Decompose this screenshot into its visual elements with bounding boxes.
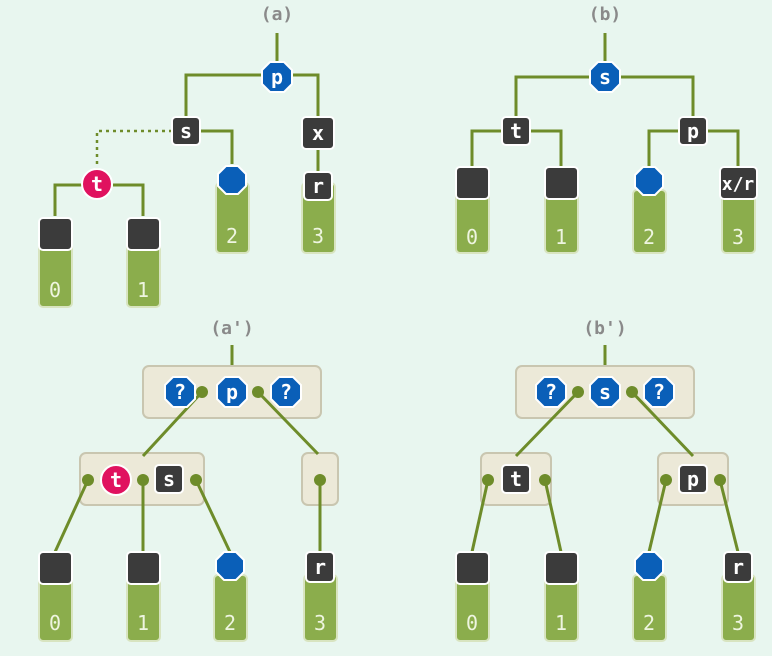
rounded-square-icon	[154, 464, 184, 494]
leaf-3-label: 3	[314, 611, 326, 635]
panel-a-prime-leaves: 0 1 2 3	[38, 574, 338, 642]
panel-a-title: (a)	[261, 4, 294, 25]
octagon-icon	[589, 376, 621, 408]
node-question-left: ?	[545, 380, 557, 404]
rounded-square-icon	[455, 551, 490, 585]
panel-b-prime-title: (b')	[583, 318, 626, 339]
leaf-0-label: 0	[49, 278, 61, 302]
leaf-1-label: 1	[555, 611, 567, 635]
node-p: p	[687, 467, 699, 491]
node-question-left: ?	[174, 380, 186, 404]
node-r: r	[314, 555, 326, 579]
node-x: x	[312, 121, 324, 145]
leaf-0-label: 0	[466, 611, 478, 635]
leaf-1-label: 1	[555, 225, 567, 249]
leaf-2-label: 2	[643, 225, 655, 249]
octagon-icon	[634, 551, 664, 581]
node-r: r	[732, 555, 744, 579]
node-r: r	[312, 174, 324, 198]
octagon-icon	[643, 376, 675, 408]
leaf-3-label: 3	[732, 225, 744, 249]
rounded-square-icon	[38, 217, 73, 251]
leaf-1-label: 1	[137, 278, 149, 302]
panel-a-edges	[53, 33, 320, 216]
rounded-square-icon	[544, 166, 579, 200]
panel-b-prime-leaves: 0 1 2 3	[455, 574, 756, 642]
connector-dots	[82, 386, 326, 486]
octagon-icon	[164, 376, 196, 408]
node-s: s	[599, 65, 611, 89]
panel-a-prime: (a') ? p ? t s	[38, 318, 339, 642]
node-s: s	[599, 380, 611, 404]
node-question-right: ?	[653, 380, 665, 404]
rounded-square-icon	[301, 116, 335, 150]
leaf-3-label: 3	[312, 224, 324, 248]
panel-b-prime: (b') ? s ? t p	[455, 318, 756, 642]
rounded-square-icon	[501, 116, 531, 146]
node-t: t	[110, 468, 122, 492]
panel-b: (b) 0 1 2 3 s t p x/r	[455, 4, 758, 254]
node-t: t	[91, 172, 103, 196]
leaf-0-label: 0	[466, 225, 478, 249]
panel-a: (a) 0 1 2 3 p s x	[38, 4, 336, 308]
node-question-right: ?	[280, 380, 292, 404]
leaf-2-label: 2	[226, 224, 238, 248]
connector-dots	[482, 386, 726, 486]
rounded-square-icon	[305, 551, 335, 583]
node-p: p	[271, 65, 283, 89]
rounded-square-icon	[126, 217, 161, 251]
octagon-icon	[589, 61, 621, 93]
octagon-icon	[215, 551, 245, 581]
panel-b-prime-edges	[470, 390, 740, 553]
node-s: s	[180, 119, 192, 143]
leaf-2-label: 2	[643, 611, 655, 635]
rounded-square-icon	[126, 551, 161, 585]
rounded-square-icon	[303, 171, 333, 201]
node-p: p	[687, 119, 699, 143]
panel-b-leaves: 0 1 2 3	[455, 189, 756, 254]
rounded-square-icon	[544, 551, 579, 585]
octagon-icon	[270, 376, 302, 408]
rounded-square-icon	[678, 464, 708, 494]
rounded-square-icon	[678, 116, 708, 146]
circle-icon	[81, 168, 113, 200]
node-p: p	[226, 380, 238, 404]
octagon-icon	[535, 376, 567, 408]
panel-a-prime-title: (a')	[210, 318, 253, 339]
node-x-r: x/r	[722, 174, 755, 195]
rounded-square-icon	[723, 551, 753, 583]
octagon-icon	[216, 376, 248, 408]
rounded-square-icon	[501, 464, 531, 494]
node-t: t	[510, 467, 522, 491]
leaf-1-label: 1	[137, 611, 149, 635]
panel-b-edges	[470, 33, 740, 167]
panel-a-leaves: 0 1 2 3	[38, 182, 336, 308]
rounded-square-icon	[171, 116, 201, 146]
rounded-square-icon	[455, 166, 490, 200]
rounded-square-icon	[719, 166, 758, 200]
leaf-2-label: 2	[224, 611, 236, 635]
panel-b-title: (b)	[589, 4, 622, 25]
octagon-icon	[217, 165, 247, 195]
octagon-icon	[261, 61, 293, 93]
node-s: s	[163, 467, 175, 491]
leaf-3-label: 3	[732, 611, 744, 635]
node-t: t	[510, 119, 522, 143]
octagon-icon	[634, 166, 664, 196]
leaf-0-label: 0	[49, 611, 61, 635]
rounded-square-icon	[38, 551, 73, 585]
circle-icon	[100, 464, 132, 496]
